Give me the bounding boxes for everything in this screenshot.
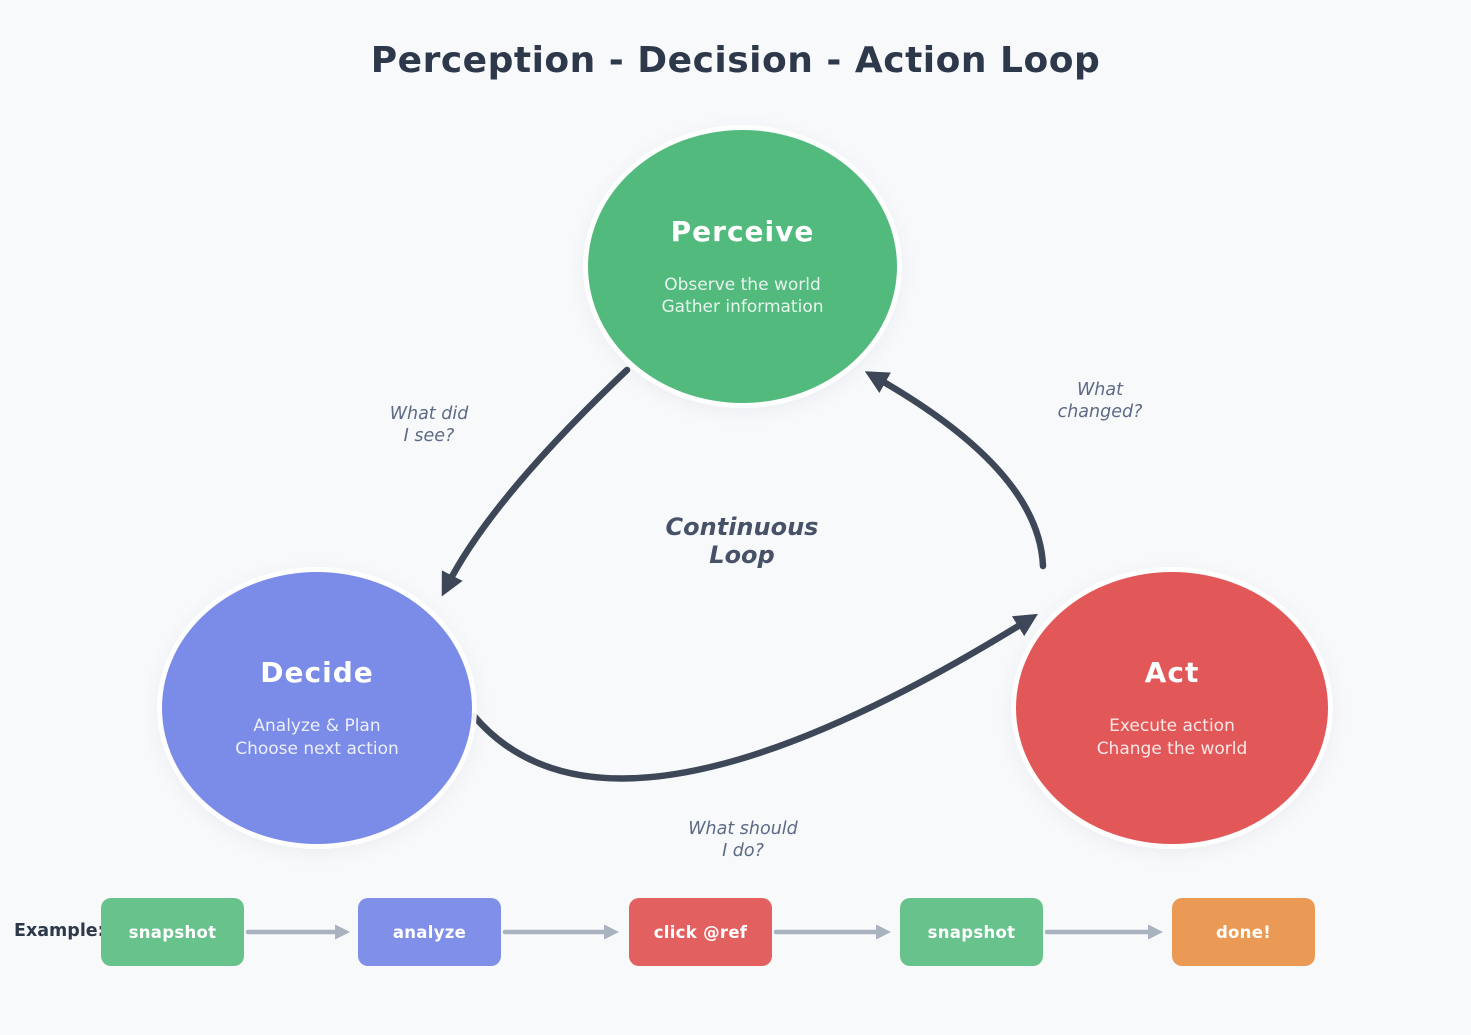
example-step-analyze: analyze bbox=[358, 898, 501, 966]
node-decide-title: Decide bbox=[260, 656, 374, 690]
example-step-snapshot-1: snapshot bbox=[101, 898, 244, 966]
arrow-decide-to-act bbox=[470, 613, 1038, 782]
example-step-label: analyze bbox=[392, 922, 467, 942]
node-perceive-title: Perceive bbox=[670, 214, 815, 248]
node-act: Act Execute action Change the world bbox=[1016, 572, 1328, 844]
node-decide-subtitle: Analyze & Plan Choose next action bbox=[235, 716, 399, 759]
example-step-label: click @ref bbox=[653, 922, 748, 942]
example-step-label: snapshot bbox=[128, 922, 217, 942]
arrow-label-what-changed: What changed? bbox=[1057, 380, 1143, 423]
arrow-act-to-perceive bbox=[864, 371, 1047, 570]
example-step-label: done! bbox=[1215, 922, 1272, 942]
example-label: Example: bbox=[14, 921, 105, 941]
example-step-label: snapshot bbox=[927, 922, 1016, 942]
example-step-done: done! bbox=[1172, 898, 1315, 966]
node-act-subtitle: Execute action Change the world bbox=[1096, 716, 1248, 759]
arrow-label-what-should-i-do: What should I do? bbox=[688, 819, 798, 862]
node-perceive: Perceive Observe the world Gather inform… bbox=[588, 130, 897, 403]
arrow-label-what-did-i-see: What did I see? bbox=[389, 404, 469, 447]
node-perceive-subtitle: Observe the world Gather information bbox=[661, 274, 824, 317]
diagram-title: Perception - Decision - Action Loop bbox=[370, 40, 1101, 81]
example-step-click-ref: click @ref bbox=[629, 898, 772, 966]
node-decide: Decide Analyze & Plan Choose next action bbox=[162, 572, 472, 844]
node-act-title: Act bbox=[1144, 656, 1200, 690]
example-step-snapshot-2: snapshot bbox=[900, 898, 1043, 966]
continuous-loop-label: Continuous Loop bbox=[665, 513, 819, 570]
arrow-perceive-to-decide bbox=[441, 366, 631, 597]
